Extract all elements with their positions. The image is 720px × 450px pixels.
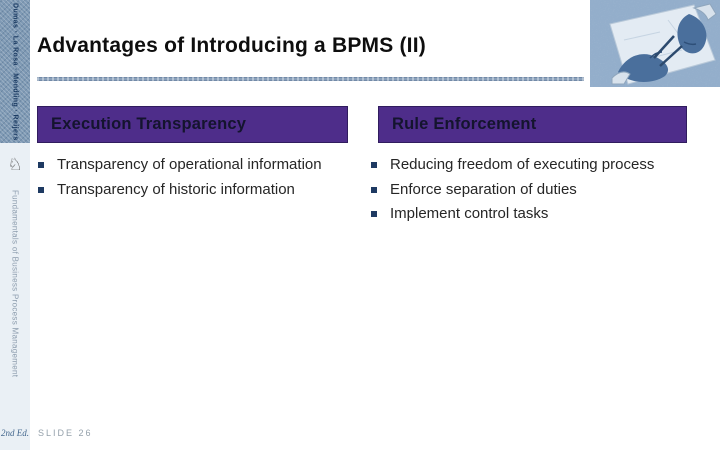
springer-knight-icon: ♘ bbox=[7, 155, 23, 175]
drawing-hands-illustration bbox=[590, 0, 720, 87]
bullet-text: Enforce separation of duties bbox=[390, 180, 577, 198]
title-underline bbox=[37, 77, 584, 81]
bullet-square-icon bbox=[371, 162, 377, 168]
bullet-text: Implement control tasks bbox=[390, 205, 549, 222]
spine-edition: 2nd Ed. bbox=[1, 428, 29, 438]
spine-title-band: ♘ Fundamentals of Business Process Manag… bbox=[0, 143, 30, 450]
execution-transparency-list: Transparency of operational information … bbox=[38, 156, 368, 205]
bullet-text: Reducing freedom of executing process bbox=[390, 156, 655, 173]
bullet-text: Transparency of historic information bbox=[57, 180, 295, 198]
slide-title: Advantages of Introducing a BPMS (II) bbox=[37, 34, 426, 57]
list-item: Transparency of historic information bbox=[38, 181, 368, 206]
spine-book-title: Fundamentals of Business Process Managem… bbox=[10, 190, 20, 378]
bullet-square-icon bbox=[38, 186, 44, 193]
bullet-square-icon bbox=[371, 211, 377, 217]
bullet-text: Transparency of operational information bbox=[57, 156, 322, 173]
spine-authors-band: Dumas · La Rosa · Mendling · Reijers bbox=[0, 0, 30, 143]
spine-authors: Dumas · La Rosa · Mendling · Reijers bbox=[11, 2, 19, 141]
column-header-rule-enforcement: Rule Enforcement bbox=[378, 106, 687, 143]
bullet-square-icon bbox=[38, 162, 44, 168]
list-item: Enforce separation of duties bbox=[371, 181, 701, 206]
list-item: Reducing freedom of executing process bbox=[371, 156, 701, 181]
bullet-square-icon bbox=[371, 186, 377, 193]
column-header-execution-transparency: Execution Transparency bbox=[37, 106, 348, 143]
list-item: Implement control tasks bbox=[371, 205, 701, 230]
book-spine: Dumas · La Rosa · Mendling · Reijers ♘ F… bbox=[0, 0, 30, 450]
drawing-hands-image bbox=[590, 0, 720, 87]
rule-enforcement-list: Reducing freedom of executing process En… bbox=[371, 156, 701, 230]
slide-number: SLIDE 26 bbox=[38, 428, 93, 438]
list-item: Transparency of operational information bbox=[38, 156, 368, 181]
